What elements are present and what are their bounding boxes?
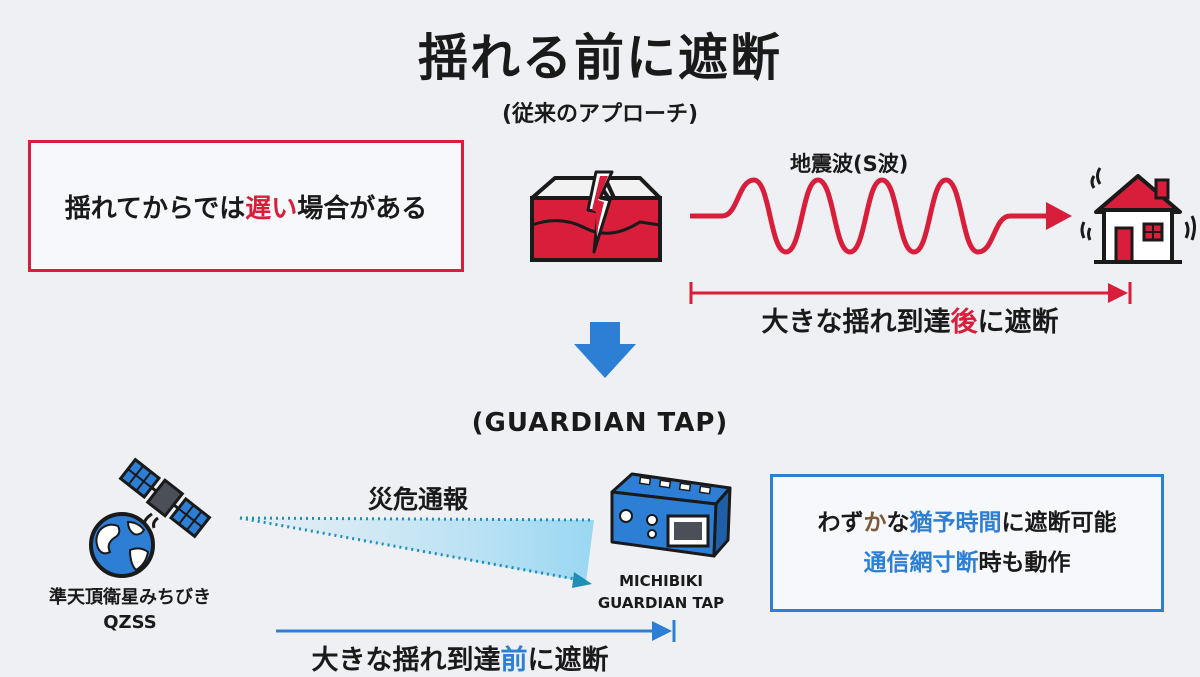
before-cutoff-post: に遮断 bbox=[527, 645, 609, 676]
conventional-note-pre: 揺れてからでは bbox=[64, 193, 246, 224]
satellite-icon bbox=[118, 457, 212, 539]
page-title: 揺れる前に遮断 bbox=[418, 29, 782, 87]
benefit-line-1: わずかな猶予時間に遮断可能 bbox=[818, 503, 1117, 543]
before-cutoff-pre: 大きな揺れ到達 bbox=[311, 645, 501, 676]
transition-arrow bbox=[574, 322, 636, 378]
device-label-line2: GUARDIAN TAP bbox=[597, 594, 725, 612]
benefit-line-1-mid: か bbox=[863, 510, 887, 536]
benefit-line-2-highlight: 通信網寸断 bbox=[863, 550, 979, 576]
satellite-name: 準天頂衛星みちびき bbox=[49, 587, 211, 608]
benefit-line-1-highlight: 猶予時間 bbox=[909, 510, 1002, 536]
satellite-code: QZSS bbox=[103, 612, 157, 633]
benefit-line-2-post: 時も動作 bbox=[978, 550, 1071, 576]
house-icon bbox=[1080, 167, 1196, 264]
earth-icon bbox=[89, 512, 155, 578]
benefit-line-1-pre2: な bbox=[886, 510, 910, 536]
conventional-note-highlight: 遅い bbox=[245, 193, 298, 224]
alert-signal-beam bbox=[239, 516, 595, 588]
benefit-line-1-post: に遮断可能 bbox=[1001, 510, 1117, 536]
s-wave-label: 地震波(S波) bbox=[790, 152, 909, 176]
conventional-heading: (従来のアプローチ) bbox=[501, 102, 699, 127]
guardian-heading: (GUARDIAN TAP) bbox=[471, 408, 729, 438]
before-cutoff-highlight: 前 bbox=[500, 645, 528, 676]
conventional-note-post: 場合がある bbox=[297, 193, 428, 224]
device-label: MICHIBIKI GUARDIAN TAP bbox=[596, 570, 726, 614]
after-cutoff-pre: 大きな揺れ到達 bbox=[761, 307, 951, 338]
guardian-benefit-box: わずかな猶予時間に遮断可能 通信網寸断時も動作 bbox=[770, 474, 1164, 612]
after-cutoff-highlight: 後 bbox=[950, 307, 978, 338]
alert-label: 災危通報 bbox=[368, 485, 469, 514]
benefit-line-1-pre: わず bbox=[817, 510, 864, 536]
benefit-line-2: 通信網寸断時も動作 bbox=[864, 543, 1071, 583]
after-cutoff-label: 大きな揺れ到達後に遮断 bbox=[690, 300, 1130, 339]
before-cutoff-label: 大きな揺れ到達前に遮断 bbox=[280, 638, 640, 677]
fault-icon bbox=[530, 170, 662, 262]
conventional-note-box: 揺れてからでは遅い場合がある bbox=[28, 140, 464, 272]
before-timeline bbox=[276, 620, 676, 642]
satellite-label: 準天頂衛星みちびき QZSS bbox=[20, 585, 240, 635]
after-timeline bbox=[689, 282, 1132, 304]
device-label-line1: MICHIBIKI bbox=[619, 572, 703, 590]
device-icon bbox=[610, 472, 732, 558]
after-cutoff-post: に遮断 bbox=[977, 307, 1059, 338]
s-wave-arrow bbox=[690, 177, 1072, 255]
